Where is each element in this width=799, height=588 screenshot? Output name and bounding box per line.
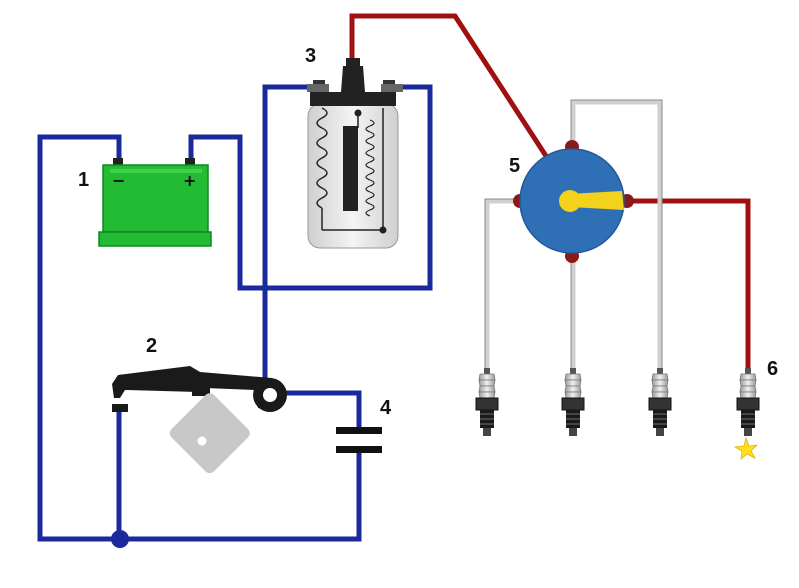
- lead-plug-a: [484, 198, 517, 368]
- spark-plug-a: [475, 367, 499, 437]
- ground-junction: [111, 530, 129, 548]
- distributor-icon: [513, 140, 634, 263]
- breaker-cam-icon: [169, 393, 250, 474]
- wire-battery-positive: [188, 84, 433, 291]
- wire-capacitor-to-ground: [121, 452, 362, 542]
- label-distributor: 5: [509, 155, 520, 177]
- battery-icon: − +: [98, 158, 212, 247]
- wire-distributor-to-plug-6: [628, 198, 751, 368]
- battery-positive-sign: +: [183, 171, 196, 190]
- low-tension-wiring: [37, 84, 433, 542]
- battery-negative-sign: −: [112, 171, 125, 190]
- spark-plug-6: [736, 367, 760, 437]
- label-capacitor: 4: [380, 397, 392, 419]
- spark-plug-c: [648, 367, 672, 437]
- label-coil: 3: [305, 45, 316, 67]
- plug-leads: [484, 99, 663, 368]
- wire-battery-negative: [37, 134, 122, 542]
- spark-plug-b: [561, 367, 585, 437]
- high-tension-wiring: [349, 13, 751, 368]
- lead-plug-c: [570, 99, 663, 368]
- contact-breaker-icon: [112, 366, 287, 412]
- wire-coil-to-distributor: [349, 13, 575, 198]
- label-spark-plug: 6: [767, 358, 778, 380]
- wire-coil-to-breaker: [262, 84, 318, 378]
- spark-plug-icon: [475, 367, 760, 437]
- label-breaker: 2: [146, 335, 157, 357]
- capacitor-icon: [336, 427, 382, 453]
- label-battery: 1: [78, 169, 89, 191]
- wire-breaker-to-capacitor: [268, 390, 362, 427]
- ignition-coil-icon: [307, 58, 403, 249]
- spark-icon: [733, 436, 759, 460]
